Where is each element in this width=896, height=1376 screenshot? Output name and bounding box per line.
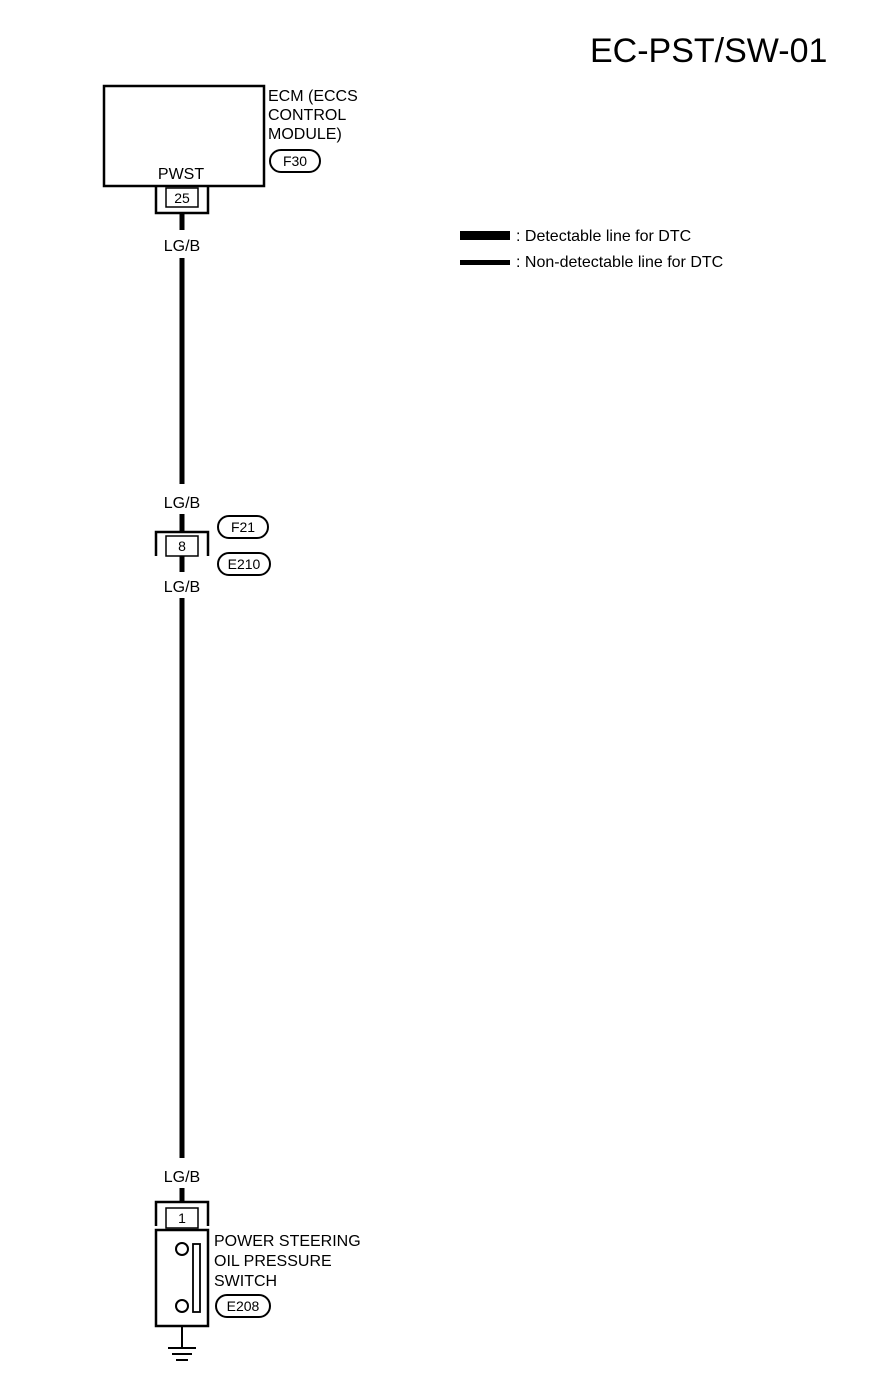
- legend-detectable-swatch: [460, 231, 510, 240]
- ecm-label-line1: ECM (ECCS: [268, 88, 358, 105]
- wire-color-label-switch: LG/B: [164, 1169, 200, 1186]
- ecm-pin-box: [165, 187, 199, 208]
- ecm-box: [102, 84, 266, 188]
- ecm-pin-number: 25: [174, 190, 190, 206]
- junction-connector-bottom-id: E210: [228, 556, 261, 572]
- switch-pin-number: 1: [178, 1210, 186, 1226]
- ecm-label-line3: MODULE): [268, 126, 342, 143]
- junction-connector-top-badge: [217, 515, 269, 539]
- ecm-terminal-name: PWST: [158, 166, 204, 183]
- switch-connector-badge: [215, 1294, 271, 1318]
- legend-detectable-text: : Detectable line for DTC: [516, 228, 691, 245]
- junction-connector-bottom-badge: [217, 552, 271, 576]
- switch-connector-id: E208: [227, 1298, 260, 1314]
- legend-non-detectable-swatch: [460, 260, 510, 265]
- switch-pin-bracket: [154, 1200, 210, 1226]
- switch-label-line2: OIL PRESSURE: [214, 1253, 332, 1270]
- wire-color-label-ecm: LG/B: [164, 238, 200, 255]
- junction-connector-top-id: F21: [231, 519, 255, 535]
- switch-contact-bottom: [175, 1299, 189, 1313]
- switch-contact-top: [175, 1242, 189, 1256]
- legend-non-detectable-text: : Non-detectable line for DTC: [516, 254, 723, 271]
- page-title: EC-PST/SW-01: [590, 32, 827, 70]
- switch-label-line1: POWER STEERING: [214, 1233, 361, 1250]
- junction-pin-number: 8: [178, 538, 186, 554]
- junction-bracket: [154, 530, 210, 556]
- ecm-label-line2: CONTROL: [268, 107, 346, 124]
- ecm-connector-id: F30: [283, 153, 307, 169]
- wire-color-label-junction-top: LG/B: [164, 495, 200, 512]
- switch-label-line3: SWITCH: [214, 1273, 277, 1290]
- wire-color-label-junction-bottom: LG/B: [164, 579, 200, 596]
- ground-icon: [168, 1326, 196, 1361]
- switch-pin-box: [165, 1207, 199, 1229]
- switch-blade: [192, 1243, 201, 1313]
- ecm-connector-badge: [269, 149, 321, 173]
